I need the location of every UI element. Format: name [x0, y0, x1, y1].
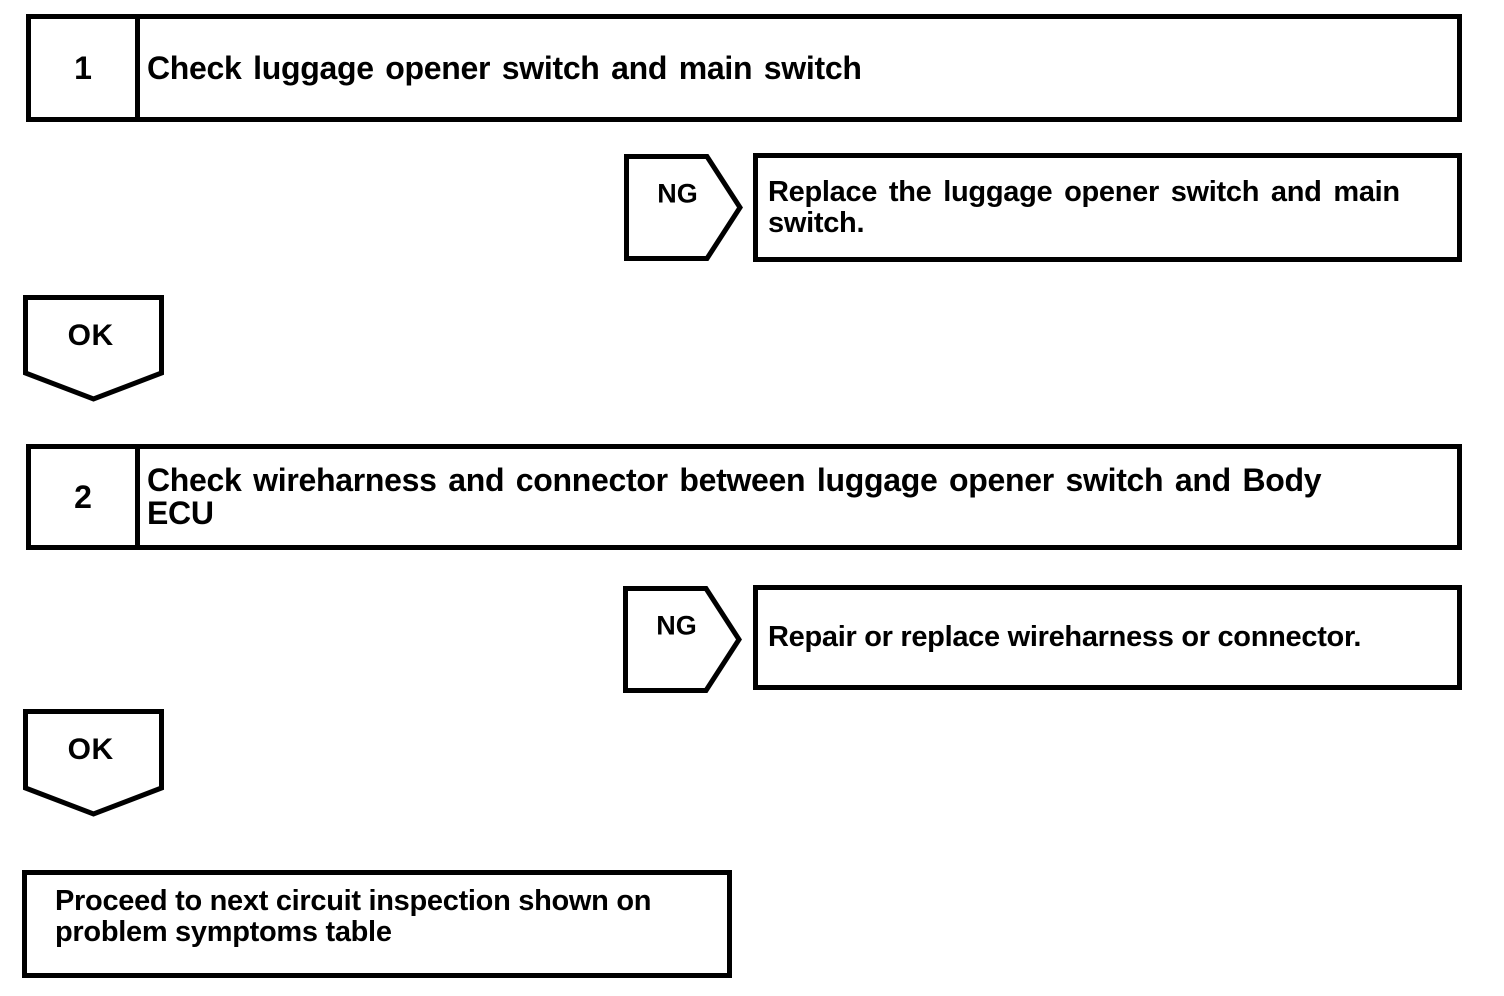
- step-2-ok-label: OK: [67, 733, 114, 767]
- ng-arrow-right-icon: [623, 586, 742, 693]
- ok-arrow-down-icon: [23, 709, 164, 817]
- step-2-ng-arrow: NG: [623, 586, 742, 693]
- step-1-title: Check luggage opener switch and main swi…: [147, 49, 862, 86]
- ok-arrow-down-icon: [23, 295, 164, 402]
- step-1-ng-arrow: NG: [624, 154, 743, 261]
- step-1-number: 1: [31, 19, 140, 117]
- step-2-ok-arrow: OK: [23, 709, 164, 817]
- final-action-box: Proceed to next circuit inspection shown…: [22, 870, 732, 978]
- step-2-number: 2: [31, 449, 140, 545]
- step-1-ok-label: OK: [67, 318, 114, 352]
- step-2-title: Check wireharness and connector between …: [147, 462, 1322, 531]
- step-1-ok-arrow: OK: [23, 295, 164, 402]
- step-1-box: 1 Check luggage opener switch and main s…: [26, 14, 1462, 122]
- step-2-ng-result-box: Repair or replace wireharness or connect…: [753, 585, 1462, 690]
- ng-arrow-right-icon: [624, 154, 743, 261]
- step-2-box: 2 Check wireharness and connector betwee…: [26, 444, 1462, 550]
- step-2-ng-label: NG: [656, 610, 697, 641]
- step-1-ng-label: NG: [657, 178, 698, 209]
- step-1-ng-result-box: Replace the luggage opener switch and ma…: [753, 153, 1462, 262]
